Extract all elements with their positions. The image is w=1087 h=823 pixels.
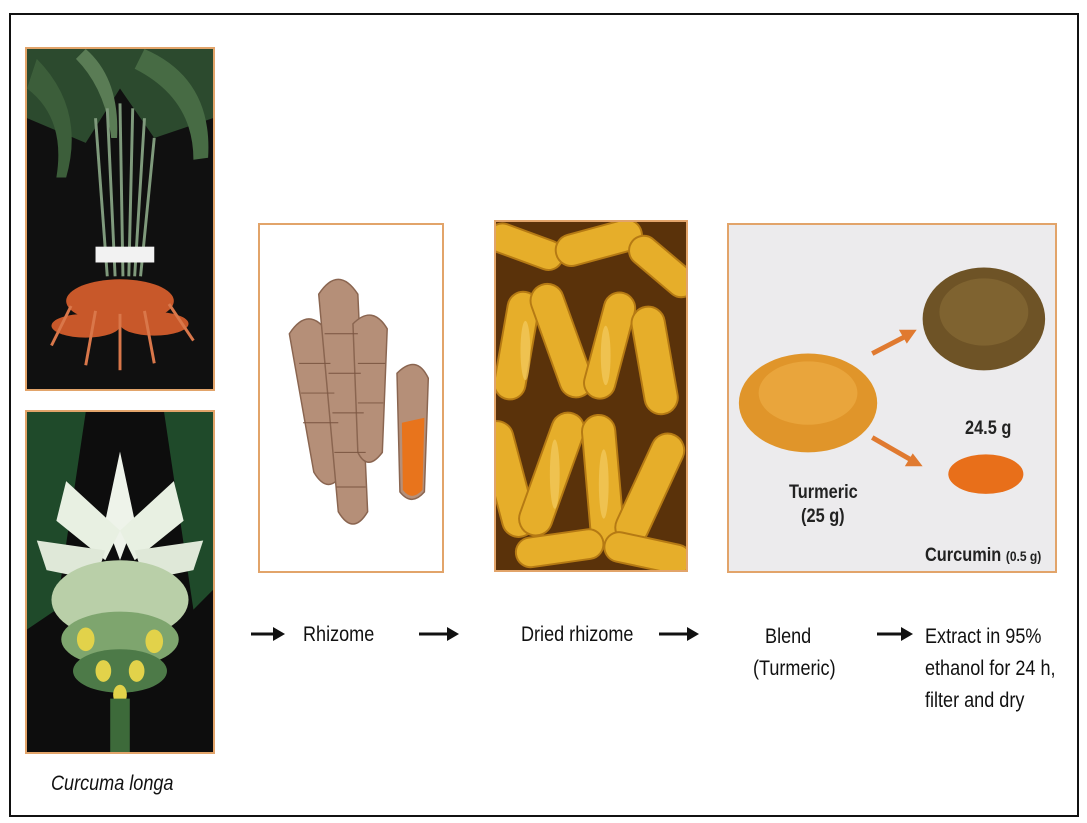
- species-label: Curcuma longa: [51, 770, 173, 797]
- figure-frame: Turmeric (25 g) 24.5 g Curcumin (0.5 g) …: [9, 13, 1079, 817]
- rhizome-label: Rhizome: [303, 621, 374, 648]
- flower-photo: [25, 410, 215, 754]
- right-arrow-icon: [877, 623, 913, 645]
- right-arrow-icon: [659, 623, 699, 645]
- right-arrow-icon: [419, 623, 459, 645]
- extract-label: Extract in 95% ethanol for 24 h, filter …: [925, 621, 1056, 717]
- right-arrow-icon: [251, 623, 285, 645]
- curcumin-annotation: Curcumin (0.5 g): [925, 545, 1041, 567]
- curcumin-pile: [948, 454, 1023, 494]
- blend-label: Blend (Turmeric): [753, 621, 836, 685]
- rhizome-photo: [258, 223, 444, 573]
- turmeric-annotation: Turmeric (25 g): [789, 481, 858, 529]
- dried-rhizome-photo: [494, 220, 688, 572]
- plant-photo: [25, 47, 215, 391]
- dried-rhizome-label: Dried rhizome: [521, 621, 633, 648]
- residue-mass-annotation: 24.5 g: [965, 418, 1011, 440]
- blend-photo: Turmeric (25 g) 24.5 g Curcumin (0.5 g): [727, 223, 1057, 573]
